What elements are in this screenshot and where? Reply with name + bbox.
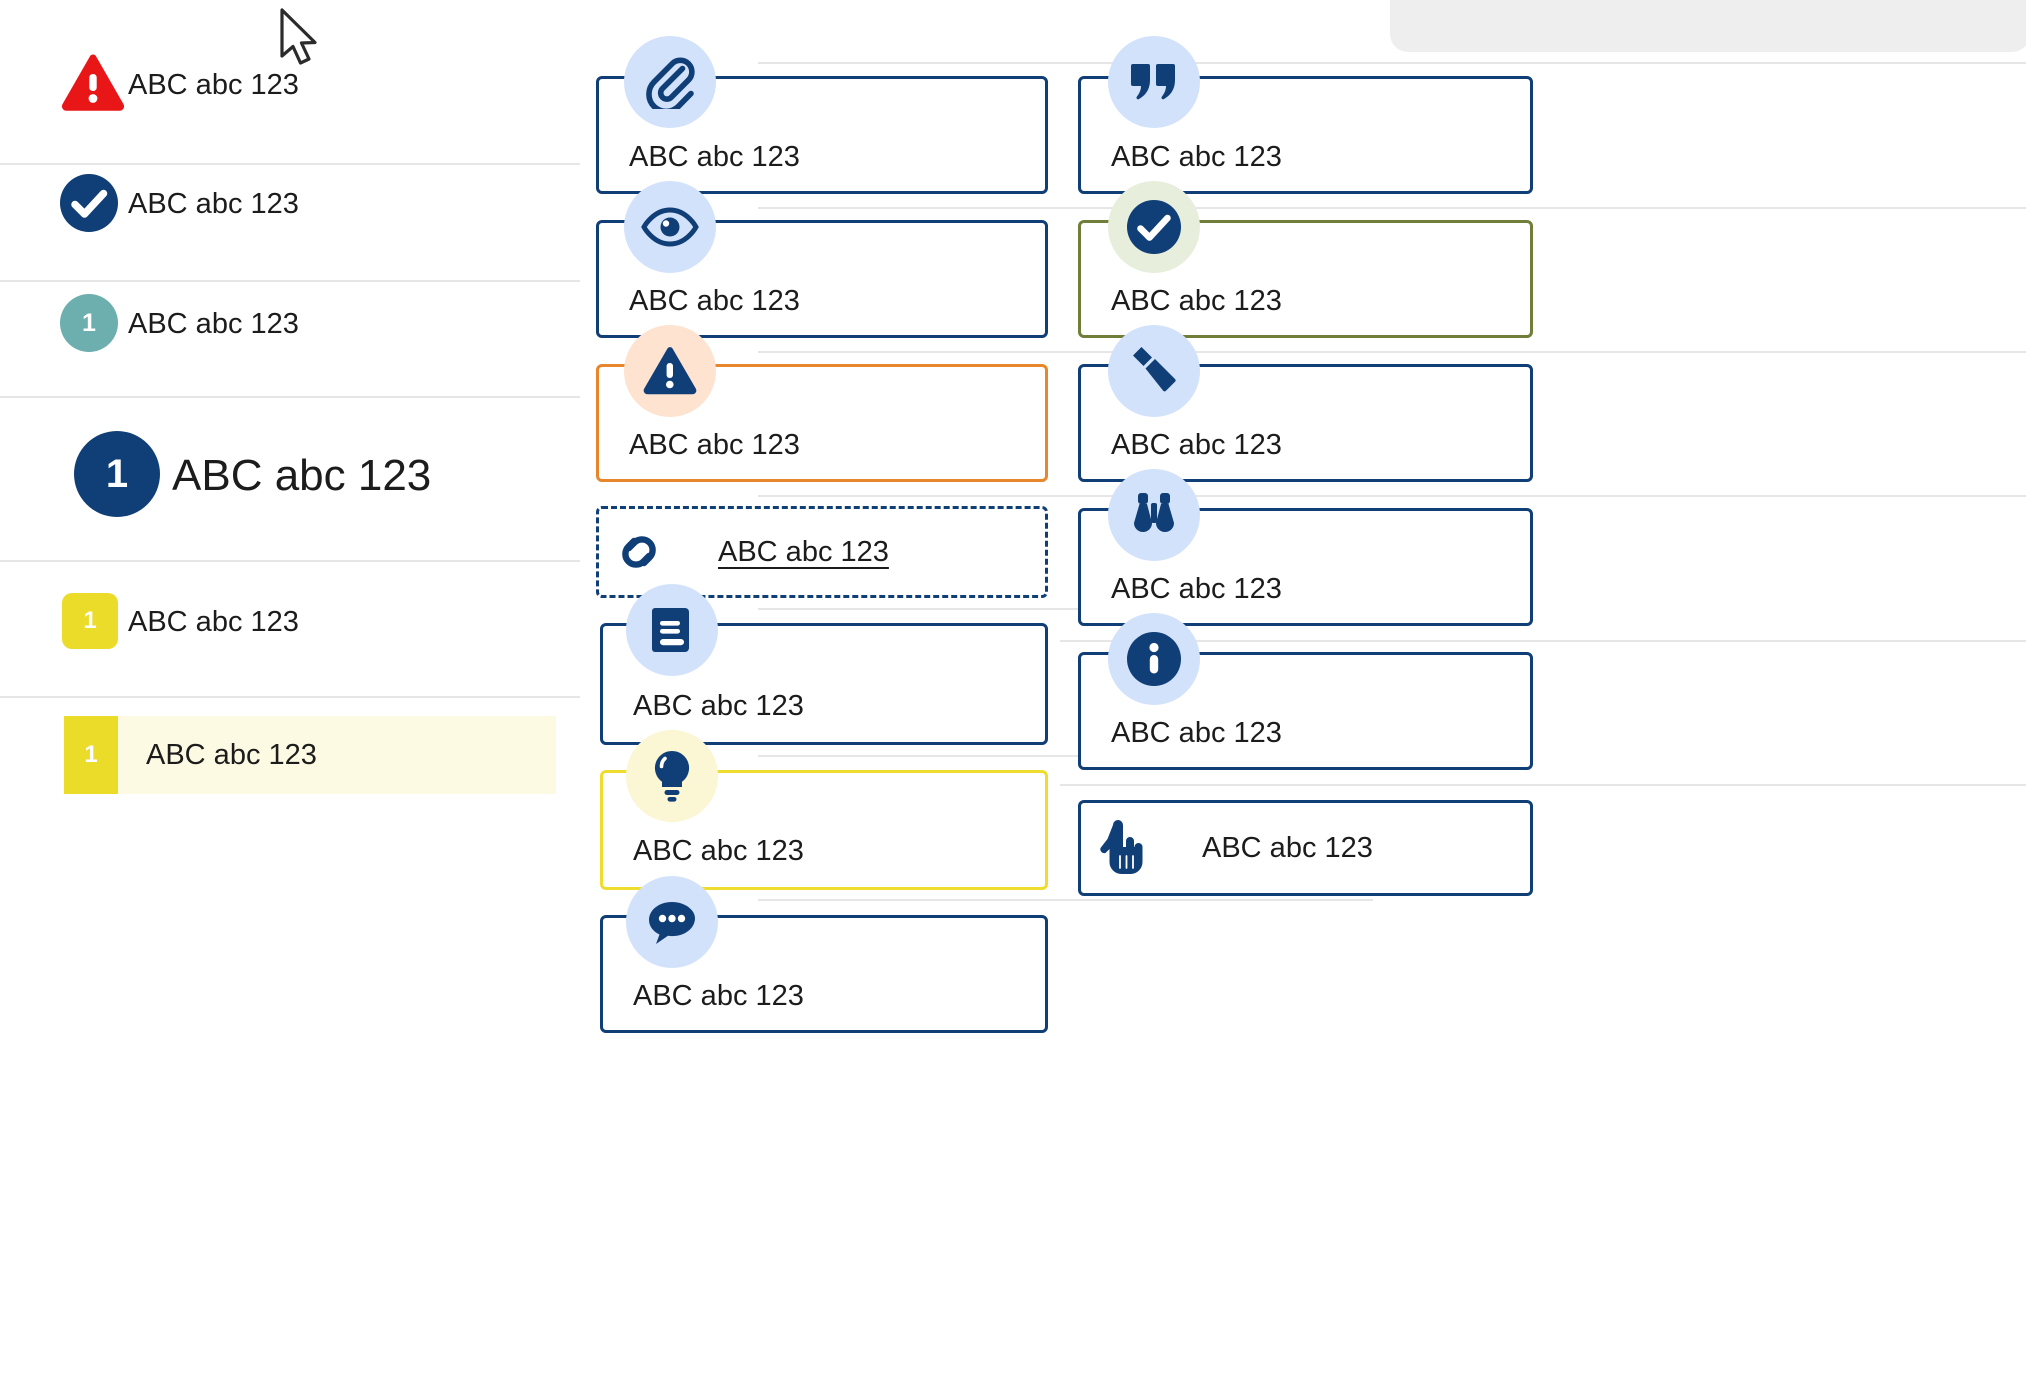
list-item-yellow-one[interactable]: 1 ABC abc 123 (0, 593, 760, 651)
badge-value: 1 (82, 308, 96, 337)
background-panel (1390, 0, 2026, 52)
separator (1060, 62, 2026, 64)
card-label: ABC abc 123 (1111, 429, 1282, 461)
number-badge: 1 (60, 294, 118, 352)
card-label: ABC abc 123 (633, 835, 804, 867)
mouse-pointer (278, 8, 322, 75)
speech-bubble-icon (626, 876, 718, 968)
warning-triangle-icon (624, 325, 716, 417)
list-item-selected[interactable]: 1 ABC abc 123 (64, 716, 556, 794)
list-item-alert[interactable]: ABC abc 123 (0, 54, 760, 115)
separator (758, 755, 1373, 757)
binoculars-icon (1108, 469, 1200, 561)
separator (0, 163, 580, 165)
separator (1060, 640, 2026, 642)
pencil-icon (1108, 325, 1200, 417)
separator (1060, 784, 2026, 786)
card-label: ABC abc 123 (629, 141, 800, 173)
link-icon (612, 527, 666, 577)
badge-value: 1 (84, 741, 98, 768)
pointing-hand-icon (1098, 820, 1150, 876)
list-item-success[interactable]: ABC abc 123 (0, 174, 760, 234)
badge-value: 1 (105, 451, 129, 496)
card-label: ABC abc 123 (1111, 573, 1282, 605)
card-label: ABC abc 123 (1111, 285, 1282, 317)
info-circle-icon (1108, 613, 1200, 705)
card-label: ABC abc 123 (629, 285, 800, 317)
lightbulb-icon (626, 730, 718, 822)
card-action-content[interactable]: ABC abc 123 (1098, 820, 1373, 876)
book-icon (626, 584, 718, 676)
separator (0, 560, 580, 562)
quotation-marks-icon (1108, 36, 1200, 128)
list-item-big-one[interactable]: 1 ABC abc 123 (0, 431, 760, 519)
left-column: ABC abc 123 ABC abc 123 1 ABC abc 123 1 (0, 0, 760, 1392)
separator (1060, 207, 2026, 209)
separator (0, 696, 580, 698)
check-circle-icon (60, 174, 118, 237)
eye-icon (624, 181, 716, 273)
card-label: ABC abc 123 (633, 690, 804, 722)
list-item-teal-one[interactable]: 1 ABC abc 123 (0, 294, 760, 354)
number-badge-square: 1 (64, 716, 118, 794)
number-badge-large: 1 (74, 431, 160, 517)
list-item-label: ABC abc 123 (128, 188, 299, 220)
separator (0, 280, 580, 282)
separator (1060, 351, 2026, 353)
check-circle-icon (1108, 181, 1200, 273)
card-link-content[interactable]: ABC abc 123 (612, 527, 889, 577)
list-item-label: ABC abc 123 (128, 308, 299, 340)
separator (0, 396, 580, 398)
list-item-label: ABC abc 123 (146, 738, 317, 771)
card-label: ABC abc 123 (1202, 831, 1373, 864)
card-label: ABC abc 123 (1111, 717, 1282, 749)
separator (758, 899, 1373, 901)
paperclip-icon (624, 36, 716, 128)
card-action[interactable] (1078, 800, 1533, 896)
card-label[interactable]: ABC abc 123 (718, 535, 889, 568)
card-link[interactable] (596, 506, 1048, 598)
warning-triangle-icon (60, 52, 126, 119)
list-item-label: ABC abc 123 (172, 451, 432, 500)
card-label: ABC abc 123 (1111, 141, 1282, 173)
card-label: ABC abc 123 (633, 980, 804, 1012)
separator (1060, 495, 2026, 497)
number-badge-square: 1 (62, 593, 118, 649)
list-item-label: ABC abc 123 (128, 69, 299, 101)
list-item-label: ABC abc 123 (128, 606, 299, 638)
card-label: ABC abc 123 (629, 429, 800, 461)
separator (758, 608, 1373, 610)
badge-value: 1 (83, 607, 97, 634)
